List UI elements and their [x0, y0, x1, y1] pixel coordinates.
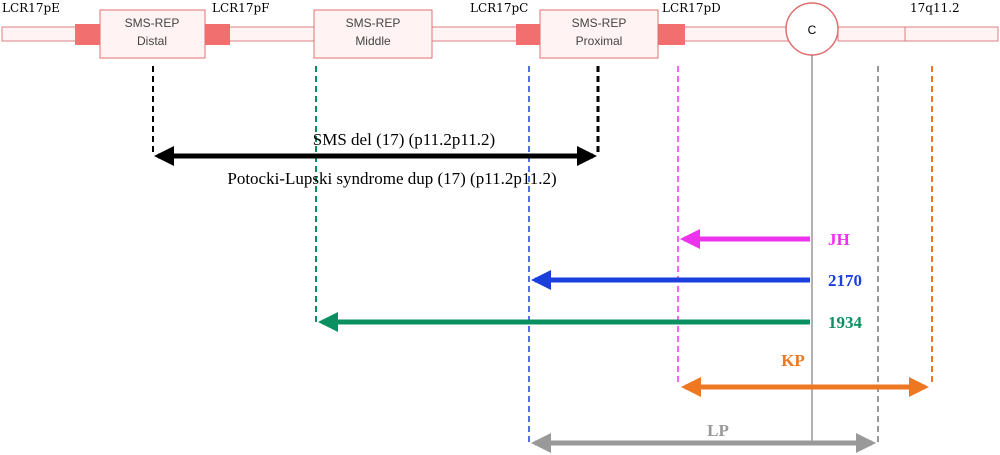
label-lcr17pc: LCR17pC: [470, 1, 528, 15]
label-kp: KP: [781, 351, 805, 370]
box-proximal-line1: SMS-REP: [572, 16, 627, 30]
label-2170: 2170: [828, 271, 862, 290]
lcr-block-d: [658, 24, 685, 45]
sms-rep-distal-box: SMS-REP Distal: [99, 9, 206, 59]
chromosome-bar-right: [837, 26, 999, 42]
box-proximal-line2: Proximal: [576, 34, 623, 48]
box-distal-line2: Distal: [137, 34, 167, 48]
box-middle-line2: Middle: [355, 34, 391, 48]
box-middle-line1: SMS-REP: [346, 16, 401, 30]
label-lcr17pf: LCR17pF: [212, 1, 269, 15]
lcr-block-c: [516, 24, 540, 45]
label-1934: 1934: [828, 313, 863, 332]
sms-rep-middle-box: SMS-REP Middle: [313, 9, 433, 59]
sms-rep-proximal-box: SMS-REP Proximal: [539, 9, 659, 59]
lcr-block-f: [205, 24, 230, 45]
pls-dup-label: Potocki-Lupski syndrome dup (17) (p11.2p…: [227, 169, 556, 188]
sms-del-label: SMS del (17) (p11.2p11.2): [313, 130, 495, 149]
label-lcr17pd: LCR17pD: [662, 1, 721, 15]
label-17q11-2: 17q11.2: [910, 1, 960, 15]
label-lcr17pe: LCR17pE: [2, 1, 60, 15]
lcr-block-e: [75, 24, 100, 45]
label-jh: JH: [828, 230, 850, 249]
centromere-label: C: [808, 23, 817, 37]
box-distal-line1: SMS-REP: [125, 16, 180, 30]
label-lp: LP: [707, 421, 729, 440]
